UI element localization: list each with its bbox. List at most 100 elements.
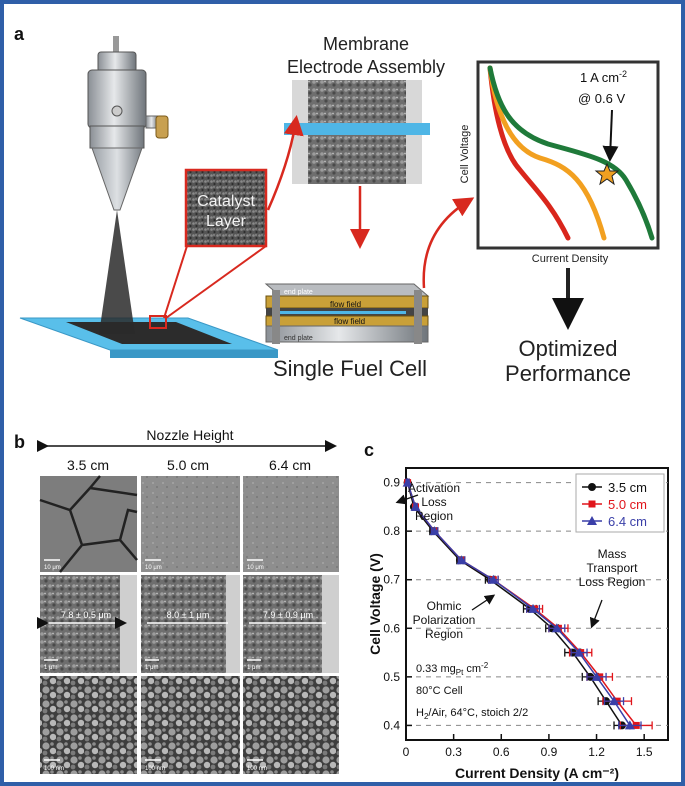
sem-cross-2 [141,575,240,673]
scale-r3-c3: 100 nm [247,766,267,772]
annotation-arrow [602,109,619,162]
optimized-line-1: Optimized [518,336,617,361]
legend-marker-2 [587,516,597,525]
curve-box [476,60,660,250]
arrow-cell-to-curve [422,197,475,289]
scale-r1-c2: 10 μm [145,565,162,571]
sem-high-2 [141,676,240,774]
data-point [591,671,602,681]
mea-membrane [284,123,430,135]
sem-high-1 [40,676,137,774]
end-plate-top-label: end plate [284,289,313,296]
legend-marker-0 [588,483,596,491]
scale-r3-c2: 100 nm [145,766,165,772]
y-tick-label: 0.7 [383,573,400,587]
data-point [488,574,499,584]
legend-marker-1 [588,500,596,508]
mea-title-2: Electrode Assembly [287,57,445,77]
y-axis-label: Cell Voltage (V) [367,553,383,655]
cell-title: Single Fuel Cell [273,356,427,381]
cross-edge-1 [120,575,137,673]
legend-label-2: 6.4 cm [608,514,647,529]
mass-3: Loss Region [579,575,646,589]
flow-field-1-label: flow field [330,300,361,309]
substrate-edge [110,350,278,358]
ohmic-1: Ohmic [427,599,462,613]
x-tick-label: 0.9 [541,745,558,759]
catalyst-label-1: Catalyst [197,193,255,210]
note-cell-temp: 80°C Cell [416,685,463,697]
optimized-line-2: Performance [505,361,631,386]
inset-connector-2 [165,245,267,319]
y-tick-label: 0.8 [383,524,400,538]
x-tick-label: 0.6 [493,745,510,759]
legend-label-1: 5.0 cm [608,497,647,512]
surface-cracks [39,475,138,573]
scale-r1-c1: 10 μm [44,565,61,571]
data-point [528,603,539,613]
y-tick-label: 0.9 [383,476,400,490]
y-tick-label: 0.6 [383,621,400,635]
data-point [429,526,440,536]
green-curve [487,65,655,241]
star-icon [594,162,620,186]
panel-b: b Nozzle Height 3.5 cm 5.0 cm 6.4 cm 10 … [14,427,339,774]
mass-2: Transport [587,561,639,575]
curve-ylabel: Cell Voltage [459,125,471,184]
cross-edge-2 [226,575,240,673]
annotation-2: @ 0.6 V [578,91,625,106]
thickness-2: 8.0 ± 1 μm [167,610,210,620]
cross-edge-3 [322,575,339,673]
sem-high-3 [243,676,339,774]
ohmic-3: Region [425,627,463,641]
y-tick-label: 0.5 [383,670,400,684]
mea-electrode-top [308,80,406,124]
column-label-2: 5.0 cm [167,457,209,473]
activation-1: Activation [408,481,460,495]
activation-3: Region [415,509,453,523]
activation-arrow [395,494,419,505]
catalyst-label-2: Layer [206,213,247,230]
end-plate-bottom-label: end plate [284,335,313,342]
note-loading: 0.33 mgPt cm-2 [416,661,489,677]
fuel-cell-icon [264,283,430,344]
thickness-1: 7.8 ± 0.5 μm [61,610,111,620]
column-label-1: 3.5 cm [67,457,109,473]
x-tick-label: 0.3 [445,745,462,759]
catalyst-sample-box [149,315,167,329]
x-tick-label: 1.5 [636,745,653,759]
ohmic-2: Polarization [413,613,476,627]
x-axis-label: Current Density (A cm⁻²) [455,765,619,781]
ohmic-arrow [471,594,496,611]
panel-a: a Catalyst Layer Membrane Electrode Asse… [14,24,660,386]
annotation-1: 1 A cm-2 [580,69,627,85]
data-point [609,696,620,706]
scale-r3-c1: 100 nm [44,766,64,772]
nozzle-height-heading: Nozzle Height [146,427,233,443]
arrow-catalyst-to-mea [266,115,304,211]
sem-surface-2 [141,476,240,572]
scale-r2-c3: 1 μm [247,665,260,671]
y-tick-label: 0.4 [383,718,400,732]
panel-b-letter: b [14,432,25,452]
scale-r1-c3: 10 μm [247,565,264,571]
data-point [402,477,413,487]
flow-field-2-label: flow field [334,317,365,326]
column-label-3: 6.4 cm [269,457,311,473]
thickness-3: 7.9 ± 0.9 μm [263,610,313,620]
spray-nozzle-icon [87,36,169,334]
note-gas: H2/Air, 64°C, stoich 2/2 [416,707,528,721]
data-point [410,501,421,511]
scale-r2-c1: 1 μm [44,665,57,671]
legend-label-0: 3.5 cm [608,480,647,495]
x-tick-label: 0 [403,745,410,759]
orange-curve [487,65,607,241]
activation-2: Loss [421,495,446,509]
mea-title-1: Membrane [323,34,409,54]
mass-arrow [589,599,603,629]
catalyst-inset [184,168,268,248]
